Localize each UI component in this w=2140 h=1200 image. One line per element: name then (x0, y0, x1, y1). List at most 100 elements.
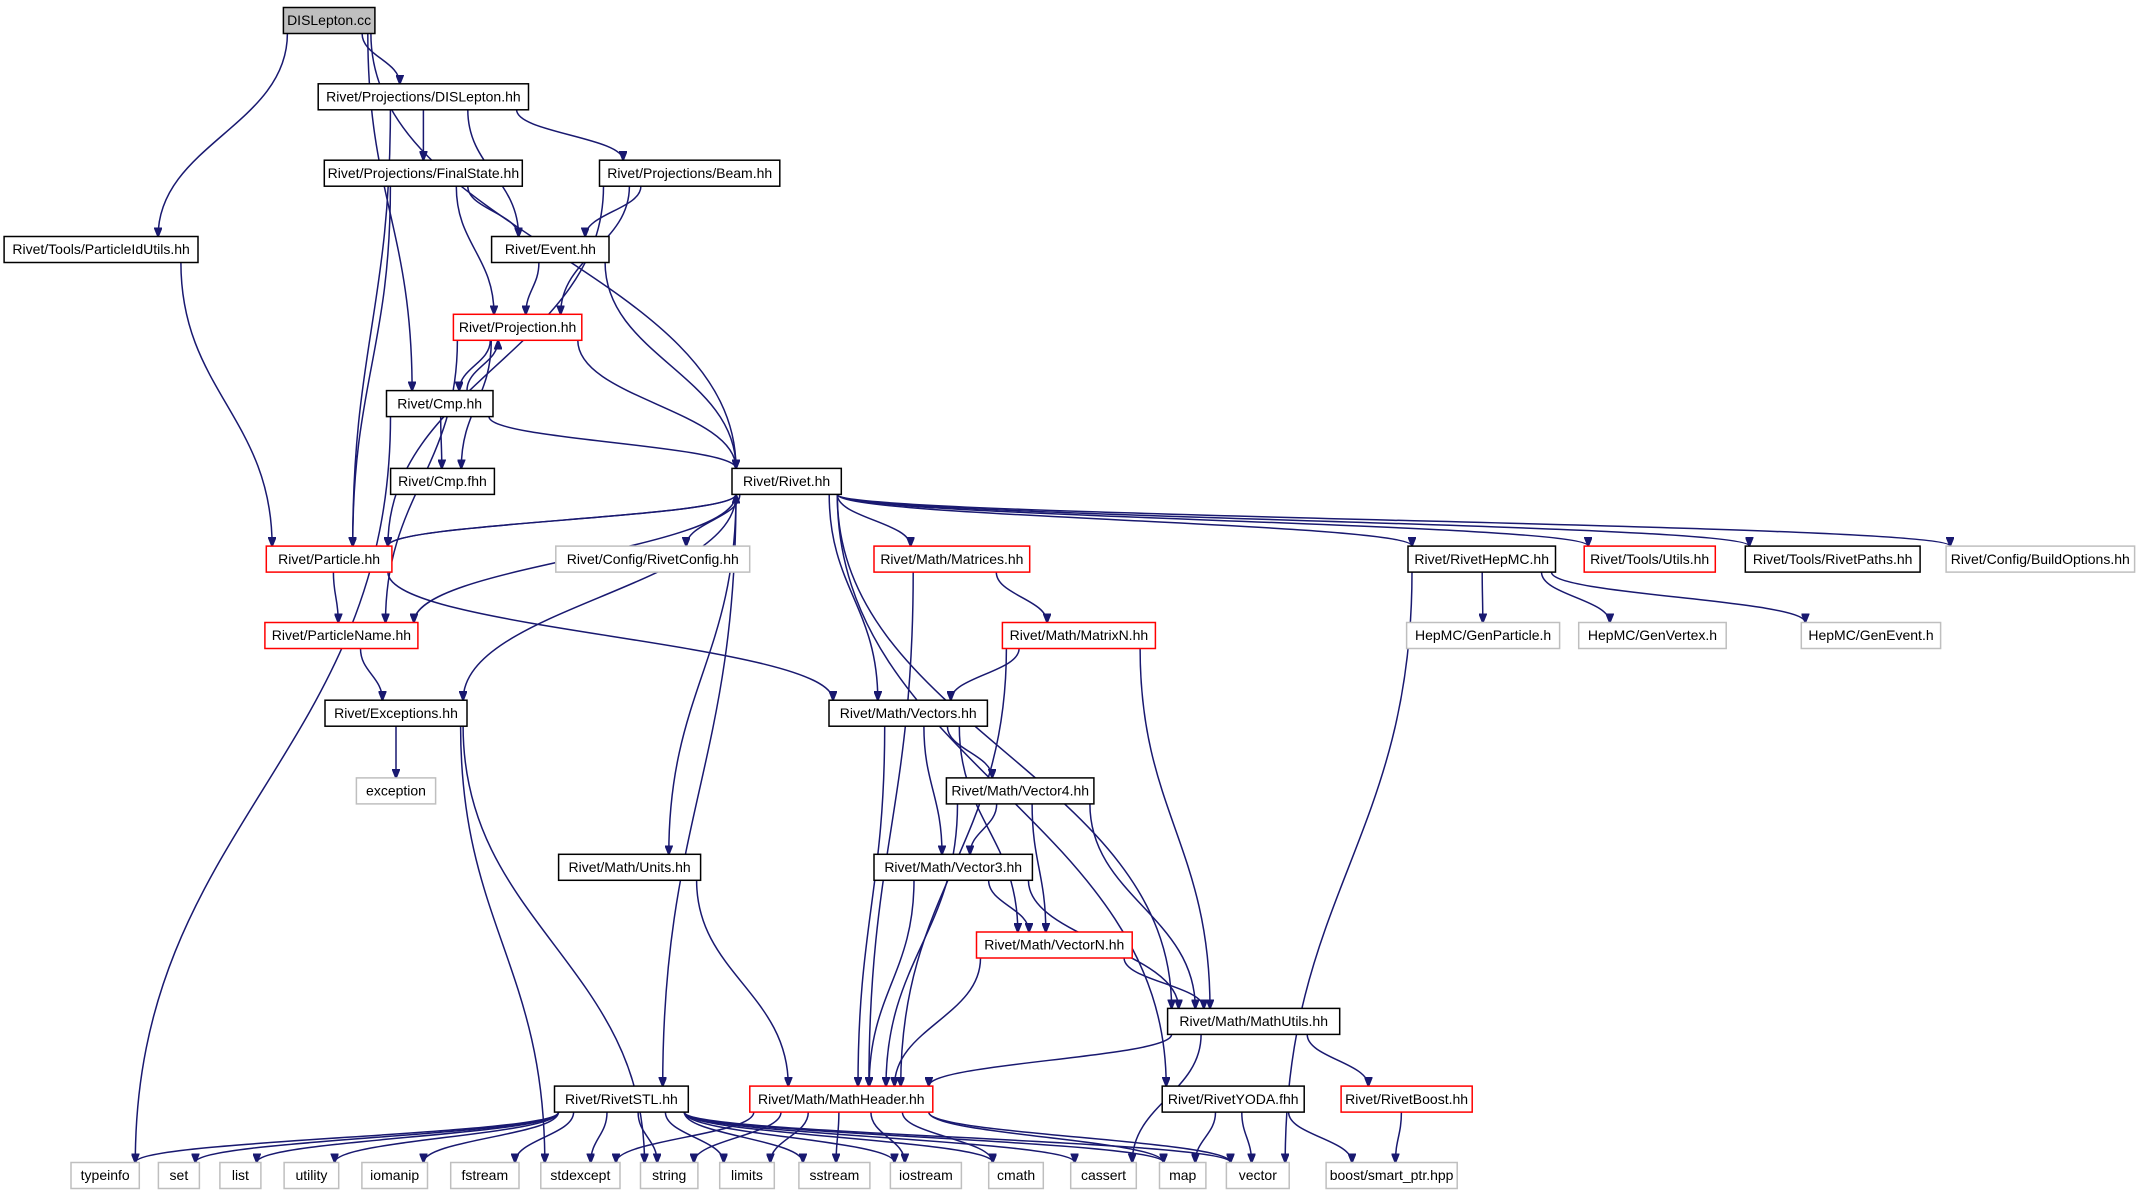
edge-n31-to-n45 (901, 1111, 992, 1162)
node-n9[interactable]: Rivet/Rivet.hh (731, 467, 843, 496)
node-box (282, 6, 376, 35)
node-n19[interactable]: HepMC/GenParticle.h (1405, 621, 1561, 650)
node-n0[interactable]: DISLepton.cc (282, 6, 376, 35)
node-box (452, 313, 583, 342)
node-n39[interactable]: fstream (449, 1161, 520, 1190)
node-label: HepMC/GenEvent.h (1808, 627, 1933, 643)
nodes-layer: DISLepton.ccRivet/Projections/DISLepton.… (3, 6, 2136, 1190)
node-box (385, 389, 494, 418)
node-n36[interactable]: list (219, 1161, 262, 1190)
node-n32[interactable]: Rivet/RivetYODA.fhh (1161, 1085, 1305, 1113)
node-n2[interactable]: Rivet/Tools/ParticleIdUtils.hh (3, 235, 199, 264)
edge-n4-to-n5 (585, 186, 642, 236)
edge-n17-to-n22 (359, 648, 383, 701)
node-n17[interactable]: Rivet/ParticleName.hh (264, 621, 419, 650)
node-n24[interactable]: exception (355, 777, 437, 805)
node-n46[interactable]: cassert (1069, 1161, 1138, 1190)
node-n43[interactable]: sstream (798, 1161, 871, 1190)
node-n31[interactable]: Rivet/Math/MathHeader.hh (749, 1085, 934, 1113)
edge-n31-to-n42 (770, 1112, 810, 1162)
node-n45[interactable]: cmath (987, 1161, 1045, 1190)
node-n10[interactable]: Rivet/Particle.hh (265, 545, 393, 573)
node-n47[interactable]: map (1158, 1161, 1207, 1190)
edge-n0-to-n1 (361, 33, 400, 84)
edge-n29-to-n31 (929, 1034, 1173, 1086)
node-label: map (1169, 1167, 1196, 1183)
node-box (70, 1161, 141, 1190)
node-label: Rivet/Config/BuildOptions.hh (1951, 551, 2130, 567)
node-n4[interactable]: Rivet/Projections/Beam.hh (598, 159, 781, 187)
edge-n30-to-n38 (424, 1111, 560, 1162)
node-box (945, 777, 1095, 805)
edge-n30-to-n34 (135, 1111, 560, 1162)
edge-n31-to-n48 (928, 1111, 1231, 1162)
edge-n9-to-n29 (836, 494, 1171, 1008)
node-n3[interactable]: Rivet/Projections/FinalState.hh (323, 159, 524, 187)
node-n5[interactable]: Rivet/Event.hh (490, 235, 610, 264)
edge-n3-to-n10 (353, 186, 392, 546)
node-label: set (170, 1167, 189, 1183)
node-n49[interactable]: boost/smart_ptr.hpp (1325, 1161, 1458, 1190)
node-box (1583, 545, 1717, 573)
node-n13[interactable]: Rivet/RivetHepMC.hh (1407, 545, 1557, 573)
edge-n6-to-n7 (459, 340, 492, 390)
node-n7[interactable]: Rivet/Cmp.hh (385, 389, 494, 418)
node-label: utility (295, 1167, 327, 1183)
node-n26[interactable]: Rivet/Math/Units.hh (557, 853, 702, 882)
node-label: Rivet/Math/MathHeader.hh (758, 1091, 925, 1107)
node-box (987, 1161, 1045, 1190)
edge-n7-to-n6 (466, 340, 498, 391)
edge-n9-to-n14 (836, 493, 1588, 546)
node-box (557, 853, 702, 882)
node-n29[interactable]: Rivet/Math/MathUtils.hh (1166, 1007, 1341, 1036)
node-label: typeinfo (81, 1167, 130, 1183)
node-n12[interactable]: Rivet/Math/Matrices.hh (873, 545, 1031, 573)
edge-n25-to-n31 (886, 803, 959, 1086)
edge-n30-to-n42 (664, 1111, 723, 1162)
node-n20[interactable]: HepMC/GenVertex.h (1577, 621, 1727, 650)
node-n35[interactable]: set (157, 1161, 201, 1190)
node-n14[interactable]: Rivet/Tools/Utils.hh (1583, 545, 1717, 573)
edge-n22-to-n40 (459, 726, 545, 1162)
node-n28[interactable]: Rivet/Math/VectorN.hh (975, 931, 1133, 959)
node-label: HepMC/GenVertex.h (1588, 627, 1717, 643)
node-n34[interactable]: typeinfo (70, 1161, 141, 1190)
node-n44[interactable]: iostream (889, 1161, 963, 1190)
node-n16[interactable]: Rivet/Config/BuildOptions.hh (1945, 545, 2136, 573)
node-box (361, 1161, 429, 1190)
node-n21[interactable]: HepMC/GenEvent.h (1800, 621, 1942, 650)
node-n22[interactable]: Rivet/Exceptions.hh (324, 699, 468, 727)
node-n27[interactable]: Rivet/Math/Vector3.hh (873, 853, 1034, 882)
edge-n9-to-n30 (663, 494, 737, 1086)
edges-layer (135, 33, 1950, 1163)
node-n33[interactable]: Rivet/RivetBoost.hh (1340, 1085, 1473, 1113)
node-box (1744, 545, 1921, 573)
edge-n26-to-n31 (695, 880, 789, 1086)
node-n25[interactable]: Rivet/Math/Vector4.hh (945, 777, 1095, 805)
node-n30[interactable]: Rivet/RivetSTL.hh (553, 1085, 690, 1113)
edge-n12-to-n31 (869, 572, 914, 1086)
node-n23[interactable]: Rivet/Math/Vectors.hh (828, 699, 989, 727)
node-n8[interactable]: Rivet/Cmp.fhh (389, 467, 496, 496)
edge-n18-to-n29 (1139, 648, 1210, 1009)
node-n18[interactable]: Rivet/Math/MatrixN.hh (1001, 621, 1157, 650)
node-n40[interactable]: stdexcept (540, 1161, 621, 1190)
node-box (889, 1161, 963, 1190)
node-n38[interactable]: iomanip (361, 1161, 429, 1190)
edge-n28-to-n31 (895, 957, 982, 1086)
node-n48[interactable]: vector (1225, 1161, 1290, 1190)
node-n1[interactable]: Rivet/Projections/DISLepton.hh (317, 83, 530, 111)
node-n11[interactable]: Rivet/Config/RivetConfig.hh (555, 545, 751, 573)
node-n41[interactable]: string (639, 1161, 699, 1190)
edge-n9-to-n23 (828, 494, 878, 700)
node-n6[interactable]: Rivet/Projection.hh (452, 313, 583, 342)
edge-n30-to-n40 (591, 1112, 608, 1162)
node-label: fstream (461, 1167, 508, 1183)
node-label: Rivet/ParticleName.hh (272, 627, 411, 643)
node-n15[interactable]: Rivet/Tools/RivetPaths.hh (1744, 545, 1921, 573)
node-n42[interactable]: limits (718, 1161, 776, 1190)
edge-n18-to-n23 (951, 648, 1020, 701)
node-n37[interactable]: utility (283, 1161, 340, 1190)
node-label: Rivet/Config/RivetConfig.hh (567, 551, 739, 567)
node-label: cmath (997, 1167, 1035, 1183)
